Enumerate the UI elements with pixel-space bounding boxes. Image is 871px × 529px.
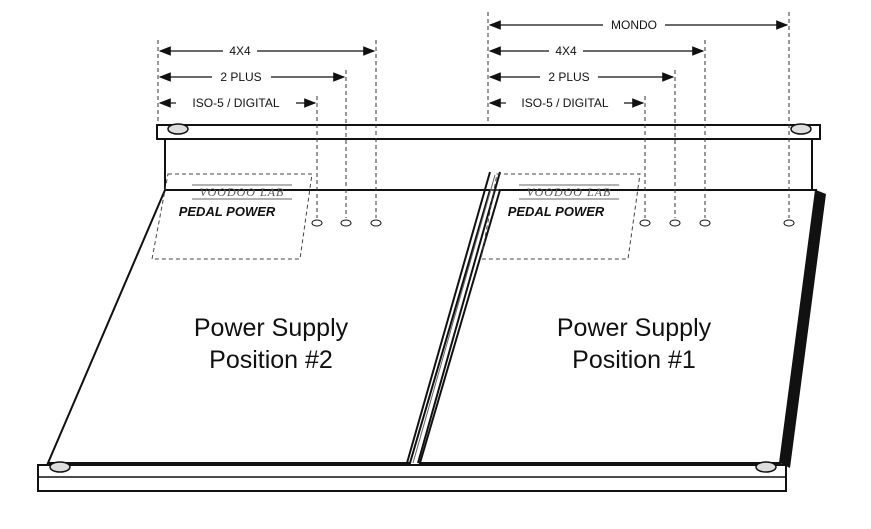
left-dimension-lines [158,46,376,108]
pedal-power-logo-left: VOODOO LAB PEDAL POWER [179,184,292,219]
mounting-holes [311,219,795,227]
pedal-power-logo-right: VOODOO LAB PEDAL POWER [508,184,619,219]
position-2-line1: Power Supply [194,314,349,342]
right-mondo-label: MONDO [611,18,657,32]
position-2-line2: Position #2 [209,346,333,374]
right-dimension-lines [488,20,789,108]
panel-position-1 [418,189,826,468]
logo-product-right: PEDAL POWER [508,204,605,219]
right-iso-digital-label: ISO-5 / DIGITAL [521,96,608,110]
right-2plus-label: 2 PLUS [548,70,589,84]
left-4x4-label: 4X4 [229,44,251,58]
position-1-line1: Power Supply [557,314,712,342]
right-4x4-label: 4X4 [555,44,577,58]
left-2plus-label: 2 PLUS [220,70,261,84]
mounting-bolts [49,123,812,473]
front-rail [37,464,787,492]
logo-brand-right: VOODOO LAB [527,185,612,199]
logo-brand-left: VOODOO LAB [200,185,285,199]
logo-product-left: PEDAL POWER [179,204,276,219]
left-iso-digital-label: ISO-5 / DIGITAL [192,96,279,110]
center-divider [406,171,501,464]
pedal-power-outlines [151,173,641,260]
position-1-line2: Position #1 [572,346,696,374]
extension-lines [157,12,790,218]
panel-position-2 [46,189,492,464]
